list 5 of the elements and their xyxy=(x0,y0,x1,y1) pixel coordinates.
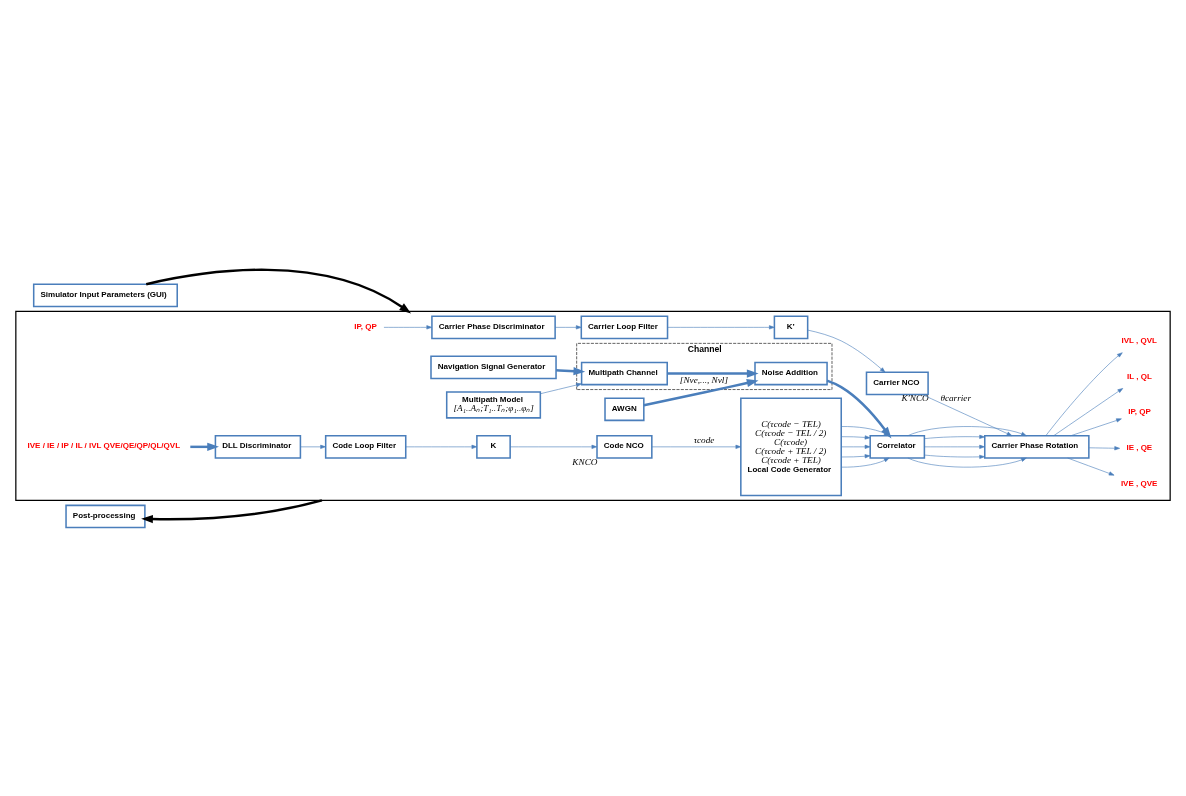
edge-label: [Nve,..., Nvl] xyxy=(679,374,728,385)
edge-label: θcarrier xyxy=(940,392,972,403)
edge-label: τcode xyxy=(693,434,715,445)
node-label: KNCO xyxy=(572,456,598,467)
node-label: K′NCO xyxy=(901,392,929,403)
